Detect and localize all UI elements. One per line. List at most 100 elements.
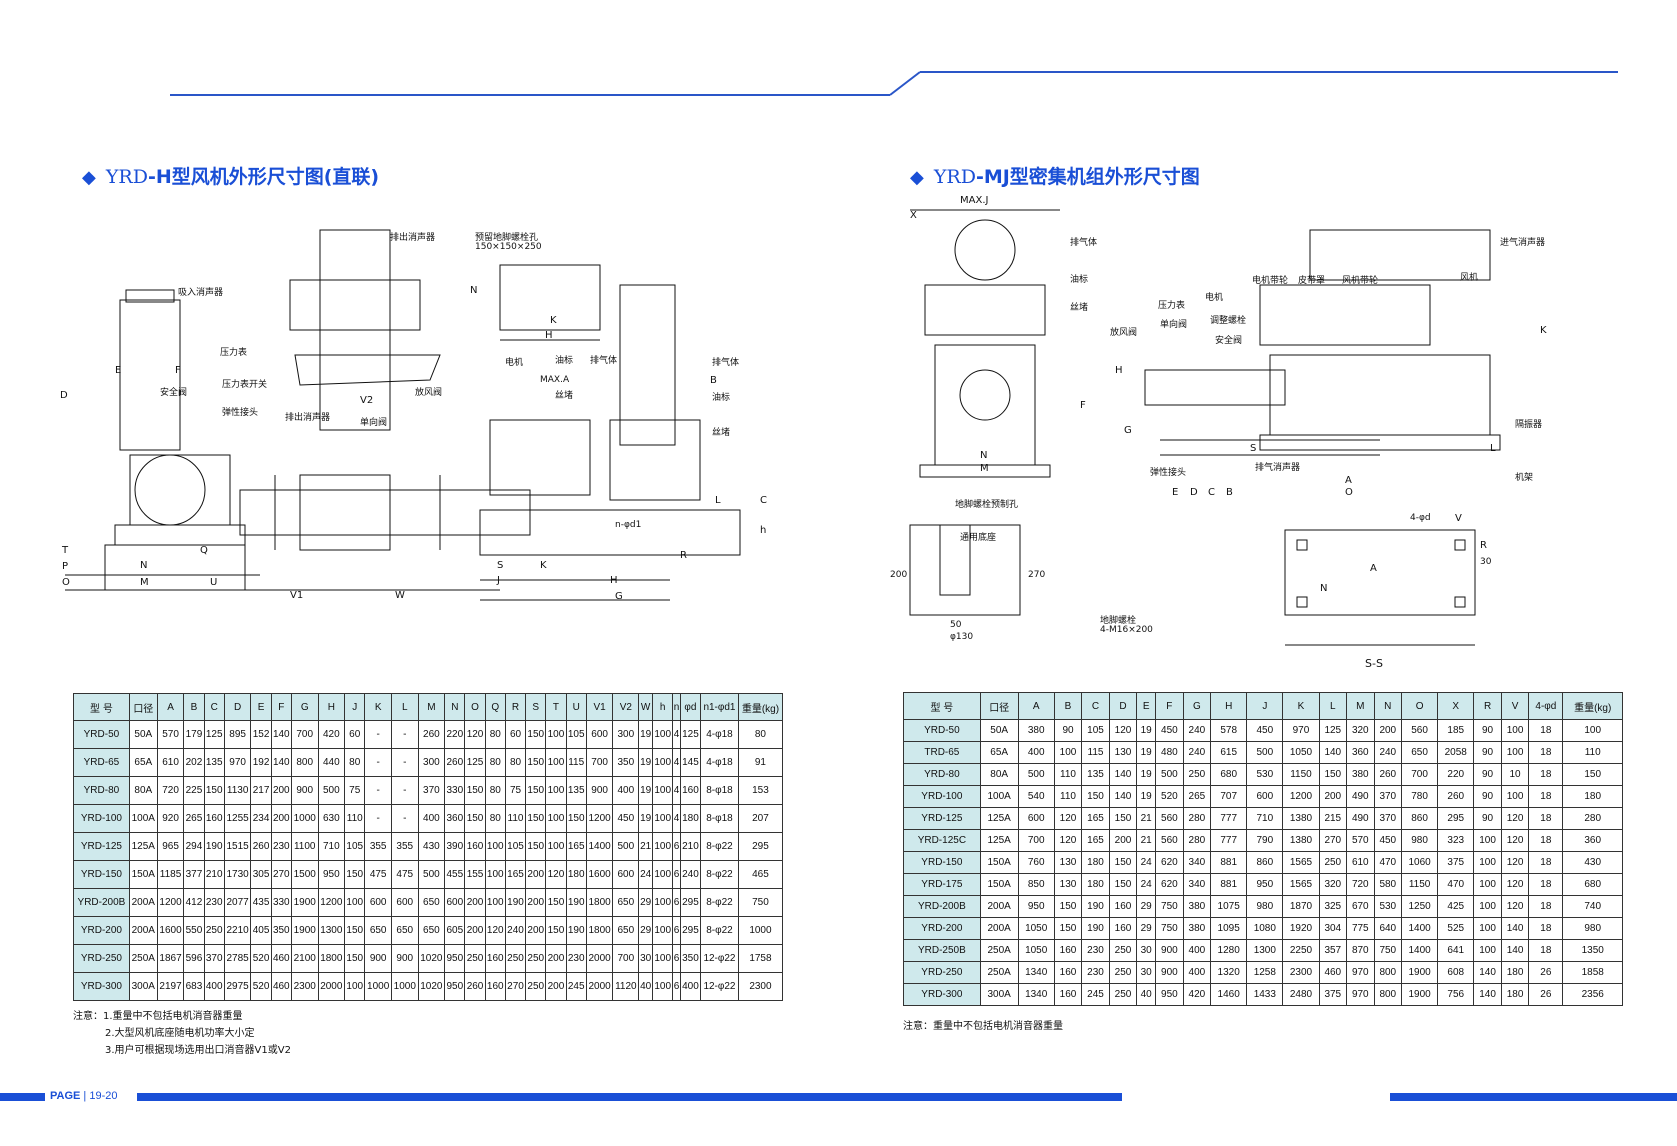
column-header: A — [1017, 692, 1055, 720]
table-cell: 2100 — [290, 944, 319, 973]
table-cell: - — [364, 776, 392, 805]
table-cell: 895 — [223, 720, 252, 749]
table-cell: 1400 — [585, 832, 614, 861]
table-cell: 100 — [1473, 851, 1502, 874]
table-cell: 100A — [979, 785, 1019, 808]
table-cell: 1150 — [1282, 763, 1320, 786]
table-cell: 525 — [1437, 917, 1475, 940]
table-cell: 430 — [1562, 851, 1623, 874]
table-cell: 1900 — [290, 888, 319, 917]
table-cell: 1400 — [1401, 917, 1439, 940]
table-cell: 295 — [737, 832, 784, 861]
table-cell: 100 — [1473, 873, 1502, 896]
table-cell: 100 — [484, 888, 506, 917]
table-cell: 80 — [484, 748, 506, 777]
model-cell: YRD-200B — [73, 888, 130, 917]
dim-t: T — [62, 545, 69, 556]
table-cell: 620 — [1155, 851, 1184, 874]
table-cell: 460 — [270, 972, 292, 1001]
table-cell: 4 — [672, 804, 681, 833]
table-cell: 150 — [203, 776, 225, 805]
table-cell: 970 — [1282, 719, 1320, 742]
table-cell: 260 — [1437, 785, 1475, 808]
table-cell: 1867 — [156, 944, 185, 973]
table-cell: 2356 — [1562, 983, 1623, 1006]
table-cell: 160 — [1108, 917, 1138, 940]
footer-bar-right — [1390, 1093, 1677, 1101]
label-check-valve: 单向阀 — [360, 418, 388, 428]
model-cell: YRD-200B — [903, 895, 981, 918]
table-cell: 280 — [1562, 807, 1623, 830]
column-header: W — [638, 693, 654, 721]
dim-130: φ130 — [950, 632, 974, 642]
table-cell: 850 — [1017, 873, 1055, 896]
column-header: M — [417, 693, 446, 721]
label-fan-pulley: 风机带轮 — [1342, 276, 1379, 286]
column-header: 口径 — [128, 693, 158, 721]
table-cell: 100 — [1473, 939, 1502, 962]
table-cell: 1870 — [1282, 895, 1320, 918]
column-header: F — [1155, 692, 1184, 720]
table-cell: 6 — [672, 916, 681, 945]
table-cell: 100A — [128, 804, 158, 833]
table-cell: 160 — [679, 776, 702, 805]
table-cell: 100 — [1473, 895, 1502, 918]
table-cell: 100 — [1500, 719, 1530, 742]
table-cell: 608 — [1437, 961, 1475, 984]
table-cell: 1200 — [1282, 785, 1320, 808]
table-cell: 800 — [1373, 961, 1403, 984]
dim-n-top: N — [470, 285, 478, 296]
table-cell: 950 — [444, 944, 466, 973]
label-inlet-silencer: 吸入消声器 — [178, 288, 224, 298]
table-cell: 900 — [585, 776, 614, 805]
table-cell: 610 — [156, 748, 185, 777]
table-cell: 740 — [1562, 895, 1623, 918]
table-cell: 1300 — [317, 916, 346, 945]
table-cell: 370 — [417, 776, 446, 805]
model-cell: YRD-65 — [73, 748, 130, 777]
table-cell: 1200 — [156, 888, 185, 917]
table-cell: 490 — [1346, 785, 1375, 808]
table-cell: 550 — [183, 916, 205, 945]
table-cell: 4 — [672, 720, 681, 749]
dim-q: Q — [200, 545, 208, 556]
table-cell: 200A — [128, 888, 158, 917]
table-cell: 150 — [1108, 851, 1138, 874]
dim-v1: V1 — [290, 590, 304, 601]
table-cell: 130 — [1053, 873, 1083, 896]
table-cell: 340 — [1182, 873, 1212, 896]
table-cell: 125 — [203, 720, 225, 749]
table-cell: 210 — [203, 860, 225, 889]
table-cell: 120 — [484, 916, 506, 945]
table-cell: 152 — [250, 720, 272, 749]
table-cell: 680 — [1562, 873, 1623, 896]
table-cell: 280 — [1182, 829, 1212, 852]
column-header: 口径 — [979, 692, 1019, 720]
table-cell: 520 — [250, 944, 272, 973]
table-cell: 2058 — [1437, 741, 1475, 764]
table-cell: 280 — [1182, 807, 1212, 830]
table-cell: 600 — [390, 888, 419, 917]
table-cell: 202 — [183, 748, 205, 777]
label-motor: 电机 — [1205, 293, 1224, 303]
table-cell: 200 — [1318, 785, 1348, 808]
dim-n: N — [980, 450, 988, 461]
table-cell: 2210 — [223, 916, 252, 945]
table-cell: 240 — [1373, 741, 1403, 764]
table-cell: 1380 — [1282, 807, 1320, 830]
dim-c: C — [760, 495, 767, 506]
table-cell: 179 — [183, 720, 205, 749]
column-header: N — [444, 693, 466, 721]
label-s-s: S-S — [1365, 657, 1383, 670]
model-cell: YRD-150 — [73, 860, 130, 889]
table-cell: 530 — [1373, 895, 1403, 918]
table-cell: 756 — [1437, 983, 1475, 1006]
table-cell: 120 — [1500, 895, 1530, 918]
table-cell: 150 — [344, 916, 366, 945]
table-cell: 100 — [545, 776, 567, 805]
table-cell: 970 — [1346, 983, 1375, 1006]
table-cell: 700 — [585, 748, 614, 777]
column-header: L — [1318, 692, 1348, 720]
